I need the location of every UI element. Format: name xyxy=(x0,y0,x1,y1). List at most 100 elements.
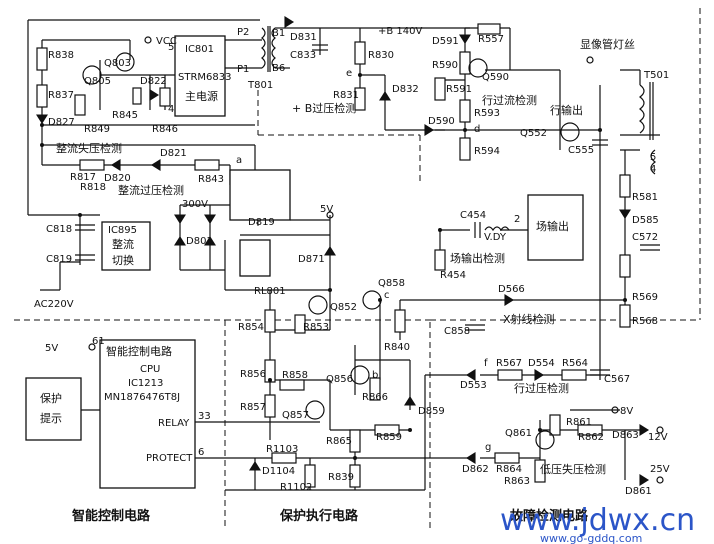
v12-label: 12V xyxy=(648,432,668,443)
p1-label: P1 xyxy=(237,64,249,75)
cpu-protect-pin: 6 xyxy=(198,447,204,458)
d832-body xyxy=(379,90,391,101)
r837-body xyxy=(36,84,48,108)
b1-label: B1 xyxy=(272,28,285,39)
r581-body xyxy=(619,174,631,198)
r839-body xyxy=(349,464,361,488)
detect-line-output: 行输出 xyxy=(550,103,583,117)
vcc-label: VCC xyxy=(156,36,177,47)
lbl-c858: C858 xyxy=(444,326,470,337)
lbl-t501: T501 xyxy=(643,70,669,81)
lbl-q805: Q805 xyxy=(84,76,111,87)
lbl-d821: D821 xyxy=(160,148,187,159)
junction-dots xyxy=(40,73,627,460)
ic801-pin4: 4 xyxy=(168,104,174,115)
d590-body xyxy=(424,124,435,136)
v25-terminal xyxy=(656,476,664,484)
node-d: d xyxy=(474,124,480,135)
pin-4: 4 xyxy=(650,164,656,175)
r831-body xyxy=(354,87,366,111)
q552-body xyxy=(560,122,580,142)
r1103-body xyxy=(271,452,297,464)
crt-filament-label: 显像管灯丝 xyxy=(580,37,635,51)
v5b-label: 5V xyxy=(320,204,333,215)
lbl-d827: D827 xyxy=(48,117,75,128)
lbl-c572: C572 xyxy=(632,232,658,243)
v5a-label: 5V xyxy=(45,343,58,354)
lbl-d554: D554 xyxy=(528,358,555,369)
plus-b-label: +B 140V xyxy=(378,26,423,37)
lbl-r567: R567 xyxy=(496,358,522,369)
filament-terminal xyxy=(586,56,594,64)
q590-body xyxy=(468,58,488,78)
lbl-d591: D591 xyxy=(432,36,459,47)
ic895-name: IC895 xyxy=(108,225,137,236)
v12-terminal xyxy=(656,426,664,434)
r568-body xyxy=(619,304,631,328)
protect-hint-block xyxy=(25,377,82,441)
d553-body xyxy=(465,369,476,381)
q803-body xyxy=(115,52,135,72)
ic801-block xyxy=(174,35,226,117)
r862-body xyxy=(577,424,603,436)
r454-body xyxy=(434,249,446,271)
r838-body xyxy=(36,47,48,71)
detect-b-over: + B过压检测 xyxy=(292,101,356,115)
d862-body xyxy=(465,452,476,464)
d585-body xyxy=(619,209,631,220)
transformer-t501 xyxy=(639,70,656,175)
lbl-r857: R857 xyxy=(240,402,266,413)
detect-rect-loss: 整流失压检测 xyxy=(56,141,122,155)
ac220-label: AC220V xyxy=(34,299,74,310)
plus-b-wiring xyxy=(319,27,660,380)
lbl-d861: D861 xyxy=(625,486,652,497)
lbl-r838: R838 xyxy=(48,50,74,61)
lbl-r1103: R1103 xyxy=(266,444,298,455)
r845-body xyxy=(132,87,142,105)
d821-body xyxy=(150,159,161,171)
lbl-r564: R564 xyxy=(562,358,588,369)
p2-label: P2 xyxy=(237,27,249,38)
r859-body xyxy=(374,424,400,436)
relay-rl801-block xyxy=(239,239,271,277)
lbl-c818: C818 xyxy=(46,224,72,235)
lbl-r454: R454 xyxy=(440,270,466,281)
d827-body xyxy=(36,114,48,125)
r857-body xyxy=(264,394,276,418)
lbl-r858: R858 xyxy=(282,370,308,381)
lbl-q861: Q861 xyxy=(505,428,532,439)
lbl-d585: D585 xyxy=(632,215,659,226)
lbl-r861: R861 xyxy=(566,417,592,428)
cpu-relay-pin: 33 xyxy=(198,411,211,422)
lbl-d862: D862 xyxy=(462,464,489,475)
r830-body xyxy=(354,41,366,65)
lbl-d863: D863 xyxy=(612,430,639,441)
lbl-c833: C833 xyxy=(290,50,316,61)
lbl-q552: Q552 xyxy=(520,128,547,139)
ic801-part: STRM6833 xyxy=(178,72,231,83)
pin-5: 5 xyxy=(650,152,656,163)
cpu-block xyxy=(99,339,196,489)
r864-body xyxy=(494,452,520,464)
watermark-main: www.jdwx.cn xyxy=(500,503,695,538)
component-labels: R838 R837 D827 R849 Q805 Q803 D822 R845 … xyxy=(46,32,669,497)
d820-body xyxy=(110,159,121,171)
d822-body xyxy=(149,89,160,101)
section-borders xyxy=(14,8,701,528)
lbl-r830: R830 xyxy=(368,50,394,61)
d1104-body xyxy=(249,460,261,471)
q856-body xyxy=(350,365,370,385)
lbl-d820: D820 xyxy=(104,173,131,184)
b6-label: B6 xyxy=(272,63,285,74)
lbl-d871: D871 xyxy=(298,254,325,265)
r843-body xyxy=(194,159,220,171)
hint-l1: 保护 xyxy=(40,391,62,405)
r853-body xyxy=(294,314,306,334)
lbl-r854: R854 xyxy=(238,322,264,333)
lbl-d566: D566 xyxy=(498,284,525,295)
node-g: g xyxy=(485,442,491,453)
v5b-terminal xyxy=(326,211,334,219)
r849-body xyxy=(74,94,86,116)
lbl-d590: D590 xyxy=(428,116,455,127)
field-out-block xyxy=(527,194,584,261)
